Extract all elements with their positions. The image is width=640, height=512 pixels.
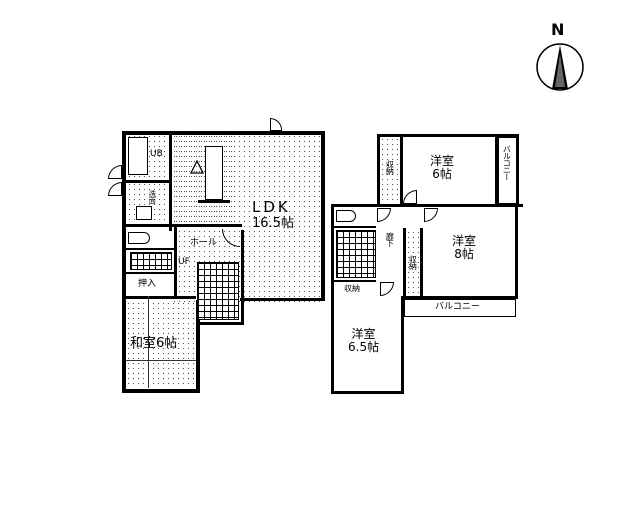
- label-ldk: LDK: [252, 198, 291, 216]
- compass: N: [535, 20, 585, 97]
- floor1-plan: UB 洗面 UF ホール 押入 LDK 16.5帖 和室6帖: [0, 0, 330, 400]
- door-yoshitsu65[interactable]: [380, 282, 394, 296]
- label-washroom: 洗面: [148, 190, 157, 204]
- balcony-south: [404, 299, 516, 317]
- label-closet3: 収納: [344, 284, 360, 293]
- entrance-door-2[interactable]: [108, 182, 122, 196]
- kitchen-area: [174, 134, 234, 224]
- door-yoshitsu8[interactable]: [424, 208, 438, 222]
- label-ub: UB: [150, 149, 163, 159]
- label-uf: UF: [178, 257, 190, 267]
- label-oshiire: 押入: [138, 279, 157, 289]
- label-washitsu: 和室6帖: [130, 336, 178, 351]
- label-yoshitsu8: 洋室 8帖: [452, 234, 477, 261]
- kitchen-counter: [205, 146, 223, 200]
- north-arrow-icon: [536, 43, 584, 91]
- label-closet2: 収納: [408, 255, 418, 269]
- label-yoshitsu6: 洋室 6帖: [430, 154, 455, 181]
- room-closet1: [380, 137, 400, 204]
- bathtub: [128, 137, 148, 175]
- fridge-icon: [190, 160, 204, 174]
- room-closet2: [406, 230, 420, 296]
- toilet-floor2: [336, 210, 356, 222]
- door-yoshitsu6[interactable]: [403, 190, 417, 204]
- entrance-door-1[interactable]: [108, 165, 122, 179]
- room-washitsu: [126, 296, 196, 388]
- toilet: [128, 232, 150, 244]
- stairs-floor1: [130, 252, 172, 270]
- stairs-lower: [197, 262, 239, 320]
- label-yoshitsu65: 洋室 6.5帖: [348, 327, 380, 354]
- label-closet1: 収納: [385, 160, 395, 174]
- label-balcony2: バルコニー: [435, 302, 480, 312]
- balcony-east: [498, 137, 517, 204]
- door-toilet2[interactable]: [377, 208, 391, 222]
- label-ldk-size: 16.5帖: [252, 216, 294, 231]
- washbasin: [136, 206, 152, 220]
- stairs-floor2: [336, 230, 376, 278]
- label-balcony1: バルコニー: [502, 145, 512, 180]
- compass-north-label: N: [551, 20, 565, 39]
- label-corridor: 廊下: [385, 232, 395, 246]
- label-hall: ホール: [190, 238, 218, 248]
